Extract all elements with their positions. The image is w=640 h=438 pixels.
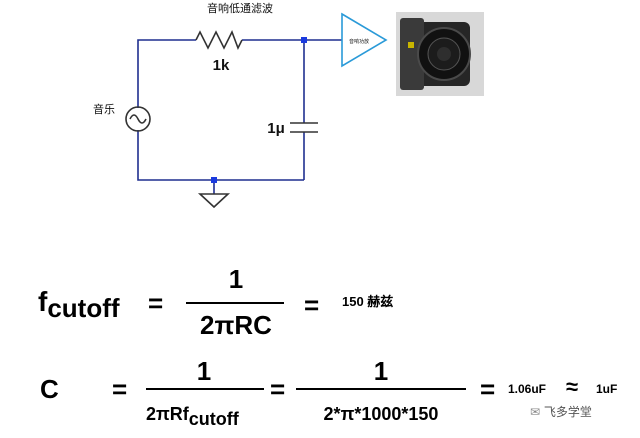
source-label: 音乐 <box>93 102 115 116</box>
formula2-numerator2: 1 <box>373 356 389 386</box>
formula1-lhs-base: f <box>38 286 48 317</box>
speaker-image <box>396 12 484 96</box>
circuit-wires <box>137 39 342 194</box>
formula2-equals3: = <box>480 374 496 404</box>
formula2-approx-result: 1uF <box>596 382 618 396</box>
resistor <box>195 30 243 50</box>
resistor-label: 1k <box>213 57 230 74</box>
formula1-lhs-sub: cutoff <box>47 293 120 323</box>
formula2-denominator1: 2πRfcutoff <box>146 404 239 429</box>
formula1-numerator: 1 <box>228 264 244 294</box>
formula2-equals2: = <box>270 374 286 404</box>
amplifier-icon <box>341 12 388 68</box>
circuit-title: 音响低通滤波 <box>207 1 273 15</box>
formula2-fraction-line2 <box>296 388 466 390</box>
amplifier-label: 音响功放 <box>349 38 369 45</box>
formula1-result: 150 赫兹 <box>342 294 394 309</box>
junction-node-top <box>301 37 307 43</box>
formula1-denominator: 2πRC <box>200 310 272 340</box>
capacitor <box>290 122 318 133</box>
wechat-icon: ✉ <box>530 405 541 419</box>
formula2-denominator2: 2*π*1000*150 <box>323 404 439 424</box>
formula1-equals: = <box>148 288 164 318</box>
watermark: ✉ 飞多学堂 <box>530 400 640 424</box>
formula1-fraction-line <box>186 302 284 304</box>
formula2-equals: = <box>112 374 128 404</box>
formula2-lhs: C <box>40 374 59 404</box>
formula2-denominator1-base: 2πRf <box>146 404 189 424</box>
formula1-equals2: = <box>304 290 320 320</box>
capacitor-label: 1μ <box>267 120 285 137</box>
formula2-denominator1-sub: cutoff <box>188 409 239 429</box>
ground-icon <box>197 193 231 209</box>
formula2-result: 1.06uF <box>508 382 547 396</box>
junction-node-ground <box>211 177 217 183</box>
formula2-fraction-line1 <box>146 388 264 390</box>
formula2-numerator1: 1 <box>196 356 212 386</box>
formula2-approx: ≈ <box>566 374 579 399</box>
watermark-text: 飞多学堂 <box>543 405 592 419</box>
circuit-diagram: 音响低通滤波 1k 1μ 音乐 音响功放 <box>93 1 484 209</box>
ac-source <box>125 106 151 132</box>
formula1-lhs: fcutoff <box>38 286 120 323</box>
